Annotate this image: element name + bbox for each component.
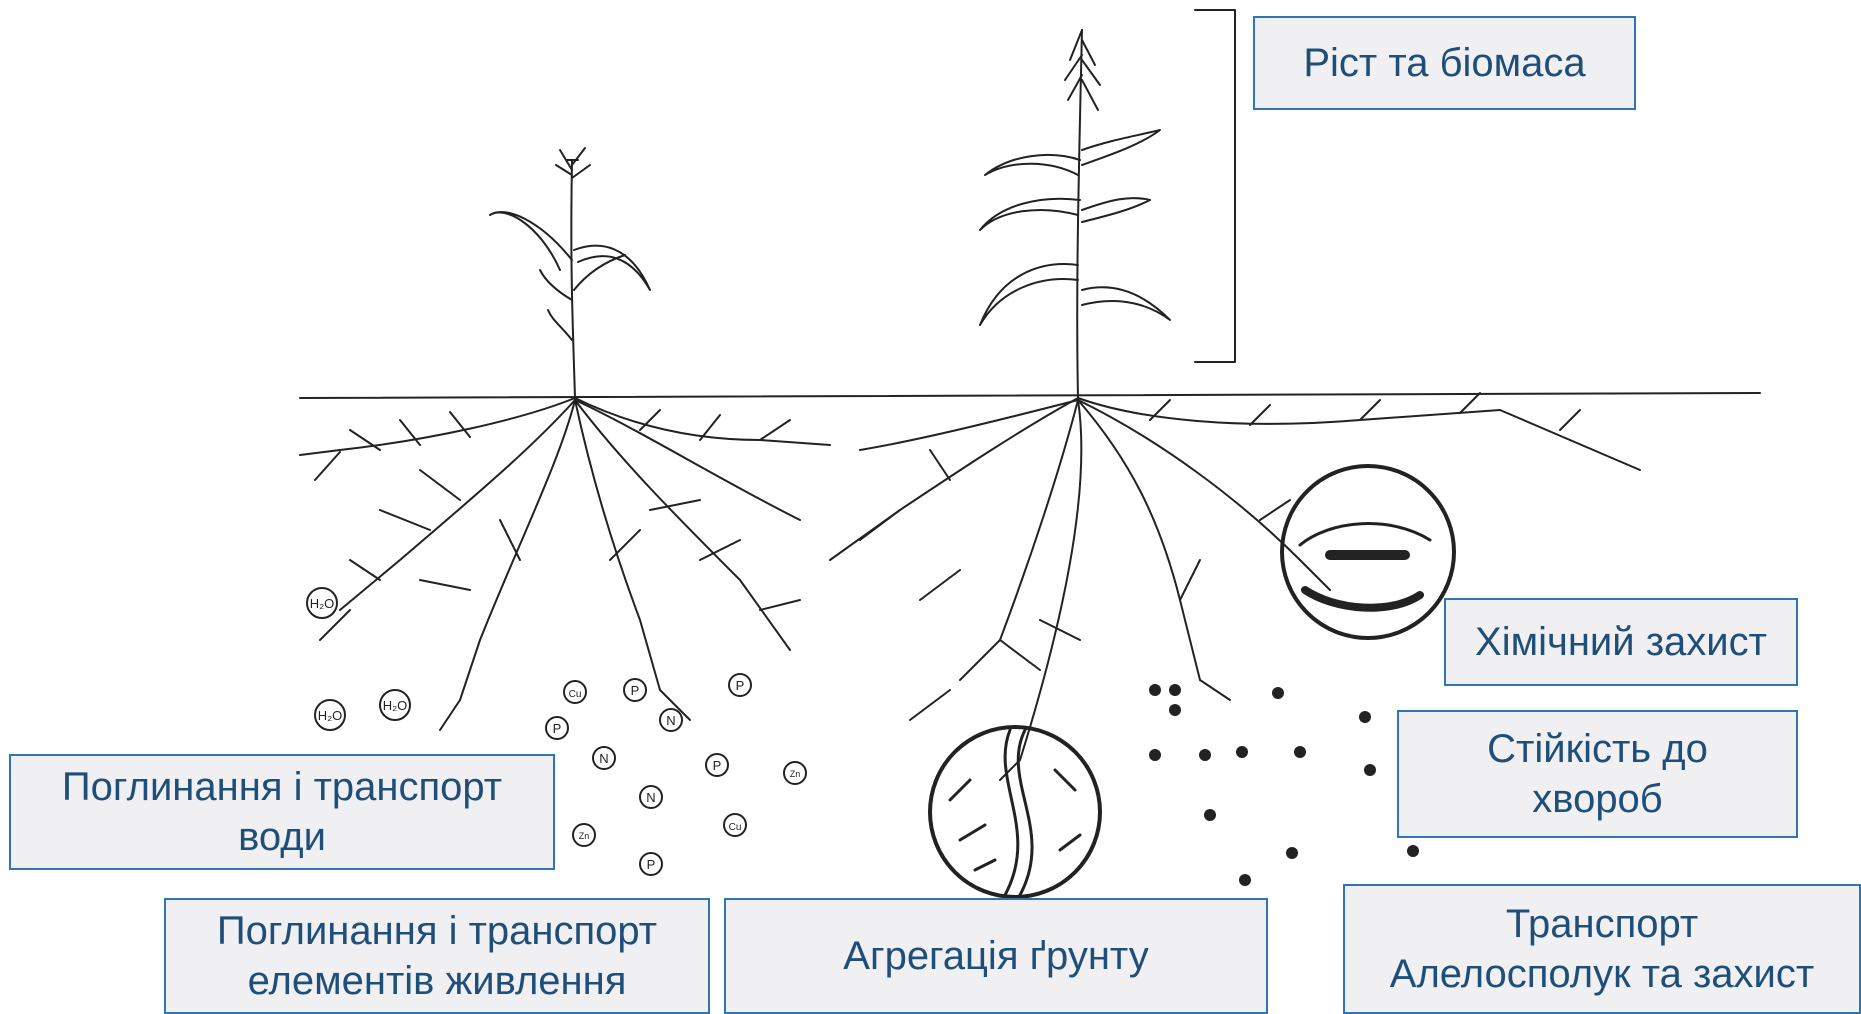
zinc-icon: Zn: [573, 824, 595, 846]
nutrient-uptake-label: Поглинання і транспорт елементів живленн…: [164, 898, 710, 1014]
svg-text:H₂O: H₂O: [318, 708, 343, 723]
allelochemical-transport-label: Транспорт Алелосполук та захист: [1343, 884, 1861, 1014]
small-plant: [490, 148, 650, 398]
phosphorus-icon: P: [640, 853, 662, 875]
svg-text:H₂O: H₂O: [310, 596, 335, 611]
nitrogen-icon: N: [593, 747, 615, 769]
svg-text:Zn: Zn: [790, 769, 801, 779]
nitrogen-icon: N: [660, 709, 682, 731]
phosphorus-icon: P: [729, 674, 751, 696]
water-uptake-label: Поглинання і транспорт води: [9, 754, 555, 870]
chemical-defense-circle: [1282, 466, 1454, 638]
disease-resistance-label: Стійкість до хвороб: [1397, 710, 1798, 838]
growth-biomass-label: Ріст та біомаса: [1253, 16, 1636, 110]
water-molecule-icon: H₂O: [307, 588, 337, 618]
svg-text:P: P: [631, 683, 640, 698]
svg-text:N: N: [646, 790, 655, 805]
phosphorus-icon: P: [546, 717, 568, 739]
phosphorus-icon: P: [624, 679, 646, 701]
growth-bracket: [1195, 10, 1235, 362]
water-molecule-icon: H₂O: [315, 700, 345, 730]
copper-icon: Cu: [724, 814, 746, 836]
soil-aggregation-circle: [930, 727, 1100, 897]
svg-text:P: P: [736, 678, 745, 693]
svg-text:Zn: Zn: [579, 831, 590, 841]
water-molecule-icon: H₂O: [380, 690, 410, 720]
svg-text:Cu: Cu: [729, 822, 742, 833]
svg-text:H₂O: H₂O: [383, 698, 408, 713]
svg-text:P: P: [647, 857, 656, 872]
nitrogen-icon: N: [640, 786, 662, 808]
zinc-icon: Zn: [784, 762, 806, 784]
tall-plant: [980, 30, 1170, 398]
svg-text:Cu: Cu: [569, 689, 582, 700]
chemical-defense-label: Хімічний захист: [1444, 598, 1798, 686]
soil-aggregation-label: Агрегація ґрунту: [724, 898, 1268, 1014]
svg-text:N: N: [599, 751, 608, 766]
svg-text:P: P: [713, 758, 722, 773]
allelochemical-dots: [1149, 684, 1419, 886]
soil-surface-line: [300, 393, 1760, 398]
svg-text:N: N: [666, 713, 675, 728]
svg-text:P: P: [553, 721, 562, 736]
phosphorus-icon: P: [706, 754, 728, 776]
copper-icon: Cu: [564, 681, 586, 703]
